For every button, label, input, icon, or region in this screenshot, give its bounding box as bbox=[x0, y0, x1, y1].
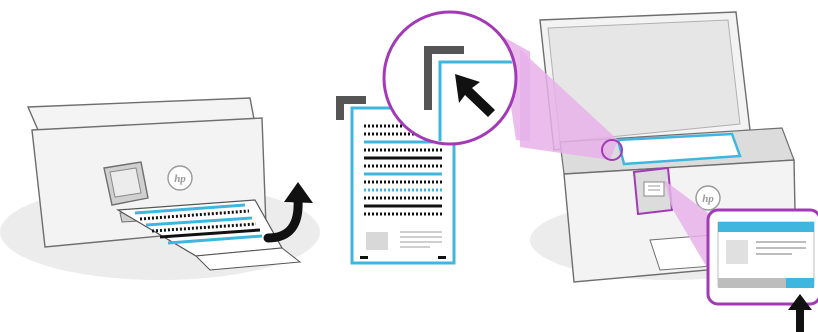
page-gray-box bbox=[366, 232, 388, 250]
scanner-panel: hp bbox=[520, 0, 818, 332]
printer-with-output-panel: hp bbox=[0, 0, 330, 332]
scanner-screen bbox=[644, 182, 664, 196]
page-mark-left bbox=[360, 256, 368, 259]
scanner-hp-logo-text: hp bbox=[702, 193, 714, 205]
printer-screen bbox=[110, 168, 141, 197]
page-mark-right bbox=[438, 256, 446, 259]
scanner-illustration: hp bbox=[520, 0, 818, 332]
hp-logo-text: hp bbox=[174, 173, 186, 185]
screen-zoom-icon bbox=[708, 210, 818, 304]
printer-illustration: hp bbox=[0, 0, 330, 332]
alignment-page-illustration bbox=[330, 0, 530, 332]
alignment-page-panel bbox=[330, 0, 530, 332]
screen-ok-button[interactable] bbox=[786, 278, 814, 288]
